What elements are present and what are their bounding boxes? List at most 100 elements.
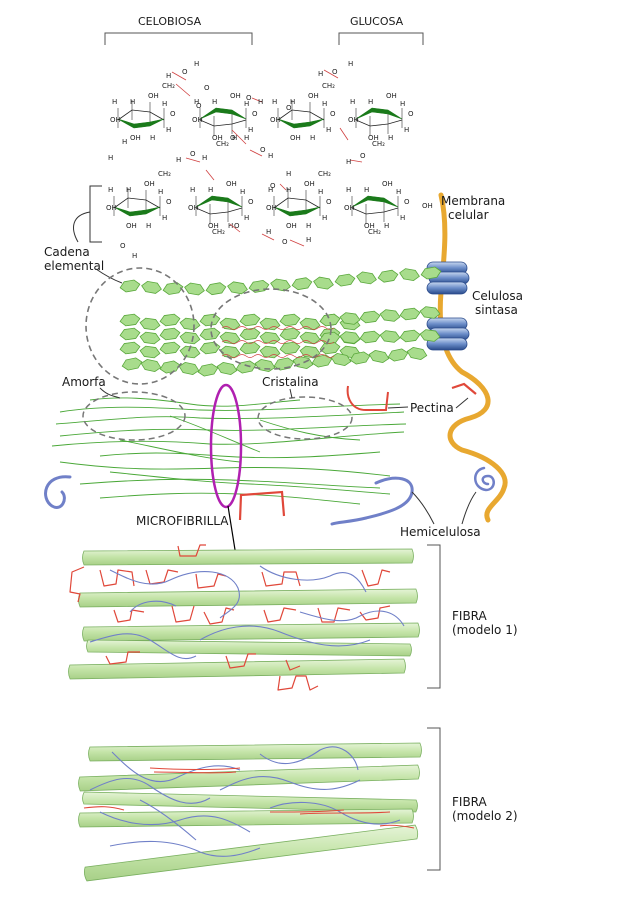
- glucose-unit: [399, 329, 421, 343]
- hemicelulosa-pointer-2: [461, 491, 477, 525]
- pectin-strand: [145, 569, 179, 585]
- pectin-strand: [99, 569, 135, 587]
- pectin-strand: [177, 544, 206, 557]
- hemicellulose-strand: [89, 778, 211, 804]
- pectin-strand: [277, 675, 319, 691]
- pectin-strand: [361, 569, 391, 587]
- atom-label: H: [322, 214, 327, 222]
- atom-label: H: [162, 100, 167, 108]
- microfibrilla-arrow: [227, 505, 237, 557]
- cellulose-chain-strand: [79, 478, 381, 489]
- hemicellulose-strand: [129, 600, 177, 613]
- atom-label: OH: [212, 134, 223, 142]
- hemicellulose-strand: [111, 751, 241, 783]
- hydrogen-bond: [285, 326, 303, 330]
- hydrogen-bond: [301, 340, 319, 344]
- fibra-model-1-label-line2: (modelo 1): [452, 623, 518, 637]
- glucose-unit: [162, 282, 184, 295]
- glucose-unit: [406, 346, 428, 361]
- hemicellulose-fragment-2: [330, 476, 414, 526]
- hemicellulose-strand: [109, 840, 261, 857]
- hydrogen-bond: [221, 354, 239, 358]
- hydrogen-bond: [237, 326, 255, 330]
- atom-label: OH: [266, 204, 277, 212]
- hemicellulose-fragment-1: [44, 475, 72, 509]
- glucose-unit: [248, 279, 270, 293]
- celulosa-sintasa-label-line1: Celulosa: [472, 289, 523, 303]
- cadena-elemental-annotation: Cadena elemental: [44, 185, 123, 284]
- glucose-unit: [199, 327, 221, 341]
- atom-label: H: [248, 126, 253, 134]
- pectin-strand: [263, 607, 297, 623]
- atom-label: OH: [290, 134, 301, 142]
- glucose-unit: [199, 341, 221, 355]
- atom-label: OH: [344, 204, 355, 212]
- ch2-label: CH₂: [162, 82, 175, 90]
- hydrogen-bond: [175, 83, 191, 97]
- hydrogen-bond: [185, 157, 201, 163]
- cadena-label-line1: Cadena: [44, 245, 90, 259]
- atom-label: O: [120, 242, 126, 250]
- atom-label: O: [190, 150, 196, 158]
- atom-label: O: [246, 94, 252, 102]
- hydrogen-bond: [323, 69, 339, 79]
- cellulose-chain-strand: [89, 397, 301, 407]
- ch2-label: CH₂: [368, 228, 381, 236]
- atom-label: H: [244, 134, 249, 142]
- glucose-unit: [184, 282, 205, 296]
- glucose-unit: [119, 313, 141, 327]
- glucose-unit: [291, 277, 313, 291]
- atom-label: OH: [230, 92, 241, 100]
- glucose-unit: [419, 306, 441, 319]
- hydrogen-bond: [221, 326, 239, 330]
- crystalline-region-circle: [210, 288, 332, 370]
- cellulose-chain-strand: [119, 439, 241, 463]
- atom-label: H: [158, 188, 163, 196]
- cadena-leader: [73, 211, 91, 243]
- celobiosa-bracket: [104, 32, 253, 45]
- amorphous-region-circle: [85, 267, 195, 385]
- microfibril-tube: [68, 658, 406, 680]
- membrana-label-line2: celular: [448, 208, 489, 222]
- atom-label: H: [132, 252, 137, 260]
- cadena-pointer: [95, 268, 123, 284]
- fibra-model-2-label-line1: FIBRA: [452, 795, 488, 809]
- hydrogen-bond: [253, 354, 271, 358]
- hydrogen-bond: [289, 239, 305, 247]
- hydrogen-bond: [301, 354, 319, 358]
- glucose-unit: [387, 348, 409, 362]
- cellulose-chain-strand: [59, 461, 391, 477]
- hydrogen-bond: [339, 127, 349, 141]
- atom-label: O: [166, 198, 172, 206]
- hemicellulose-fragment-3: [474, 466, 495, 492]
- glucose-unit: [399, 307, 421, 321]
- pectina-label: Pectina: [410, 401, 454, 415]
- pectina-pointer-2: [455, 397, 469, 409]
- atom-label: H: [310, 134, 315, 142]
- atom-label: H: [108, 186, 113, 194]
- atom-label: OH: [308, 92, 319, 100]
- glucose-unit: [216, 361, 238, 376]
- atom-label: H: [346, 186, 351, 194]
- glucose-unit: [339, 312, 361, 325]
- pectin-strand: [359, 605, 391, 621]
- atom-label: H: [130, 98, 135, 106]
- atom-label: OH: [382, 180, 393, 188]
- cellulose-chain-strand: [109, 471, 391, 495]
- hydrogen-bond: [253, 340, 271, 344]
- atom-label: OH: [126, 222, 137, 230]
- atom-label: H: [348, 60, 353, 68]
- hemicelulosa-label: Hemicelulosa: [400, 525, 481, 539]
- atom-label: H: [166, 126, 171, 134]
- atom-label: H: [146, 222, 151, 230]
- glucose-unit: [139, 345, 161, 359]
- atom-label: OH: [208, 222, 219, 230]
- hemicellulose-strand: [299, 610, 405, 627]
- ch2-label: CH₂: [372, 140, 385, 148]
- glucose-unit: [311, 354, 333, 368]
- cristalina-label: Cristalina: [262, 375, 319, 389]
- membrana-label-line1: Membrana: [441, 194, 505, 208]
